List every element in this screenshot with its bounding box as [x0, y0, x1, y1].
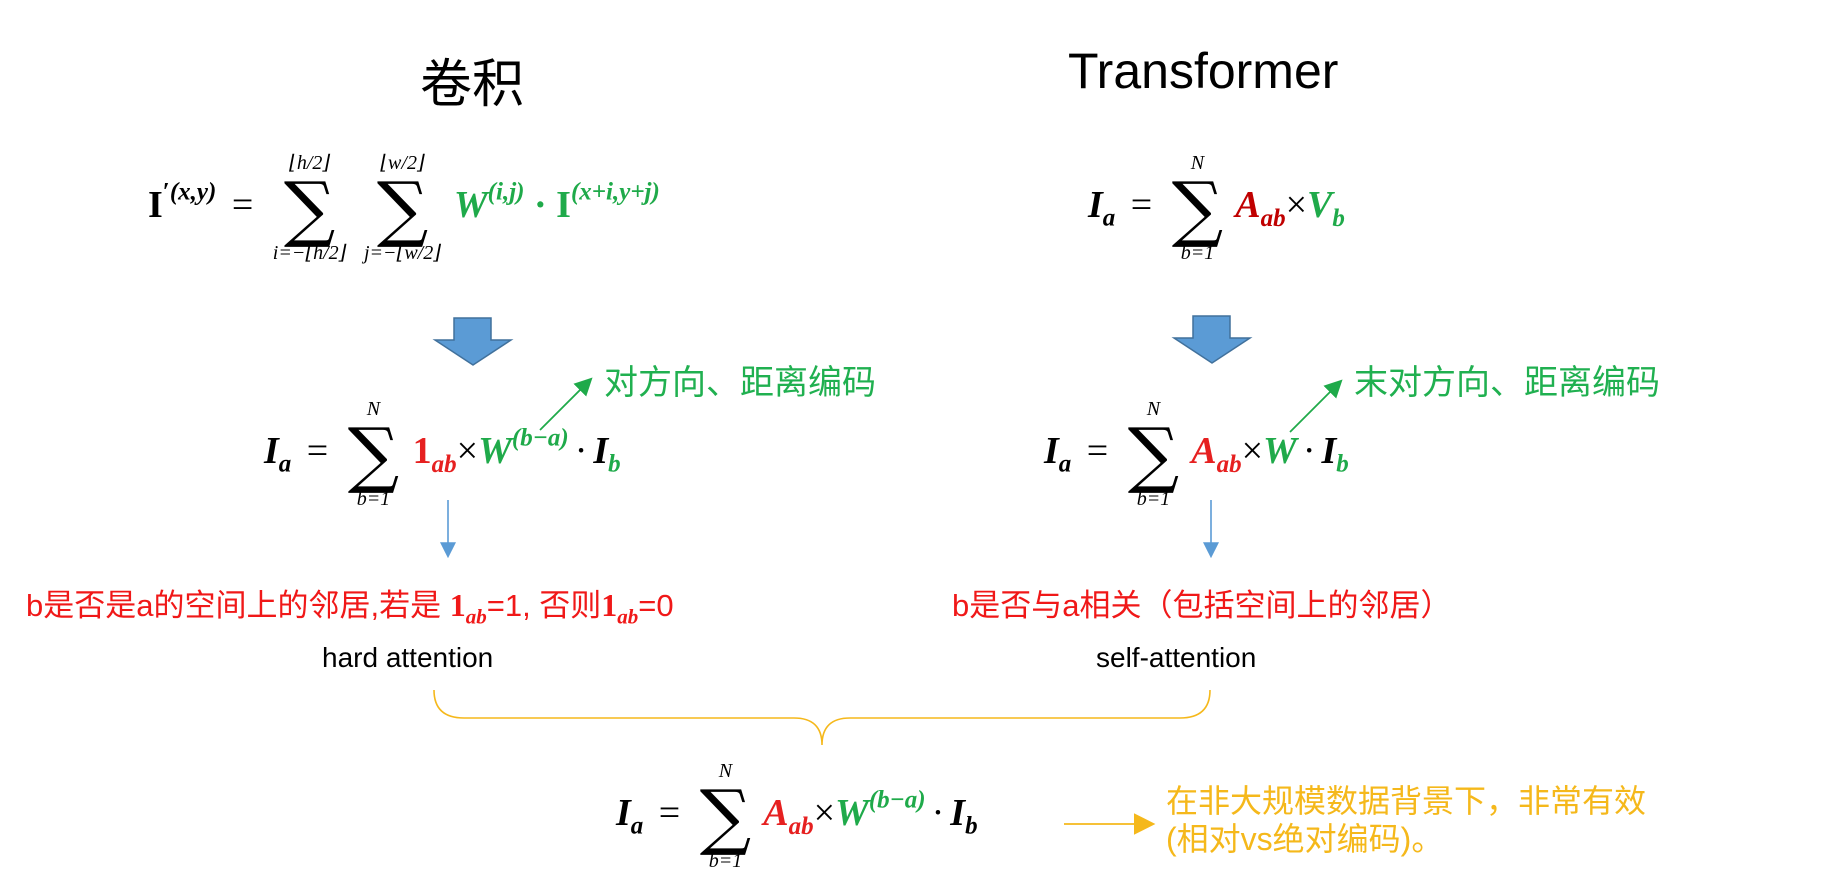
title-convolution: 卷积	[420, 56, 525, 114]
note-left-part3: =0	[638, 588, 674, 623]
note-left-neighbor: b是否是a的空间上的邻居,若是 1ab=1, 否则1ab=0	[26, 580, 674, 629]
green-arrow-left	[539, 377, 593, 431]
note-right-related: b是否与a相关（包括空间上的邻居）	[952, 588, 1452, 623]
formula-transformer: Ia = N∑b=1 Aab×Vb	[1088, 152, 1345, 265]
formula-hard-attention: Ia = N∑b=1 1ab×W(b−a)·Ib	[264, 398, 621, 511]
block-arrow-right	[1171, 315, 1253, 364]
indicator-one-ab-2: 1ab	[601, 587, 639, 629]
indicator-one-ab: 1ab	[449, 587, 487, 629]
formula-self-attention: Ia = N∑b=1 Aab×W·Ib	[1044, 398, 1349, 511]
note-left-part1: b是否是a的空间上的邻居,若是	[26, 588, 450, 623]
note-bottom-line2: (相对vs绝对编码)。	[1166, 821, 1444, 858]
title-transformer: Transformer	[1068, 43, 1339, 99]
label-hard-attention: hard attention	[322, 642, 494, 673]
green-arrow-right	[1289, 379, 1343, 433]
note-bottom-effective: 在非大规模数据背景下，非常有效 (相对vs绝对编码)。	[1166, 782, 1646, 859]
label-self-attention: self-attention	[1096, 642, 1257, 673]
formula-combined: Ia = N∑b=1 Aab×W(b−a)·Ib	[616, 760, 978, 873]
formula-convolution: I′(x,y) = ⌊h/2⌋∑i=−⌊h/2⌋ ⌊w/2⌋∑j=−⌊w/2⌋ …	[148, 152, 660, 265]
note-left-encoding: 对方向、距离编码	[604, 364, 876, 402]
note-bottom-line1: 在非大规模数据背景下，非常有效	[1166, 783, 1647, 819]
block-arrow-left	[432, 317, 514, 366]
brace	[433, 689, 1211, 746]
note-right-encoding: 末对方向、距离编码	[1354, 364, 1660, 402]
note-left-part2: =1, 否则	[486, 588, 602, 623]
